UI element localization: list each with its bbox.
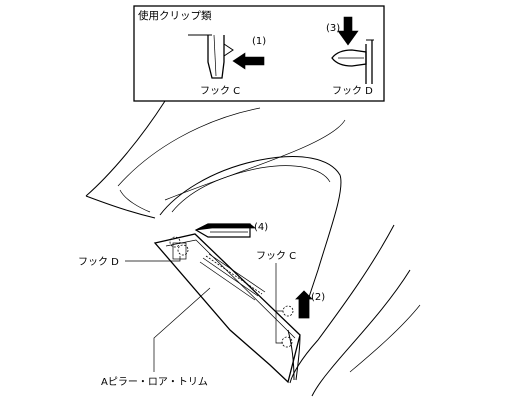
pillar-area: (4) (2) フック C フック D Aピラー・ロア・トリム (78, 100, 421, 397)
hook-d-label: フック D (78, 256, 119, 268)
hook-d-location-2 (177, 244, 189, 256)
step-2-label: (2) (311, 292, 325, 303)
hook-c-location-1 (282, 305, 294, 317)
hook-c-caption: フック C (200, 85, 240, 97)
a-pillar-lower-trim (153, 233, 301, 384)
hook-c-location-2 (281, 336, 293, 348)
inset-frame (133, 5, 385, 102)
hook-d-location-1 (169, 236, 181, 248)
hook-d-clip: (3) フック D (326, 16, 374, 97)
pull-arrow-4: (4) (194, 222, 268, 238)
step-4-label: (4) (254, 222, 268, 233)
hook-d-caption: フック D (332, 85, 373, 97)
push-arrow-3 (337, 16, 359, 46)
inset-title: 使用クリップ類 (138, 9, 212, 22)
pull-arrow-2: (2) (295, 290, 325, 319)
step-1-label: (1) (252, 36, 266, 47)
step-3-label: (3) (326, 23, 340, 34)
clip-inset: 使用クリップ類 (1) フック C (3) フック D (133, 5, 385, 102)
hook-c-clip: (1) フック C (188, 34, 266, 97)
part-label: Aピラー・ロア・トリム (101, 376, 208, 388)
push-arrow-1 (232, 52, 265, 70)
hook-c-label: フック C (256, 250, 296, 262)
